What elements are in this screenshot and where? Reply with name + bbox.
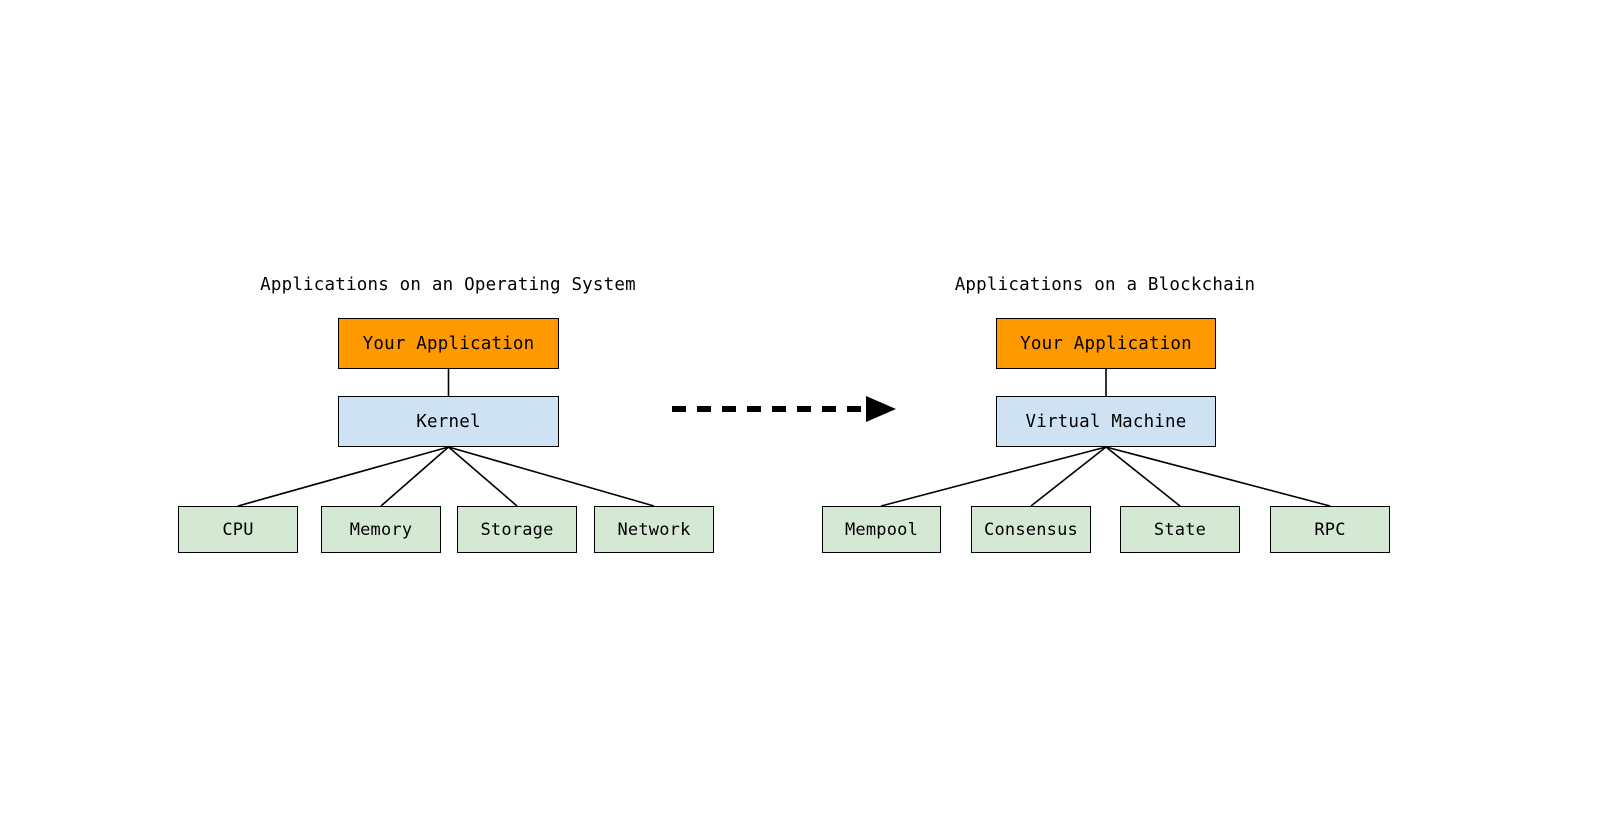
node-your-application-os[interactable]: Your Application — [338, 318, 559, 369]
node-virtual-machine[interactable]: Virtual Machine — [996, 396, 1216, 447]
edge-kernel-to-storage — [447, 446, 518, 507]
node-storage[interactable]: Storage — [457, 506, 577, 553]
edge-kernel-to-cpu — [237, 446, 449, 507]
edge-vm-to-state — [1105, 446, 1181, 507]
edge-vm-to-mempool — [880, 446, 1107, 507]
edge-kernel-to-memory — [380, 446, 450, 507]
node-memory[interactable]: Memory — [321, 506, 441, 553]
panel-title-operating-system: Applications on an Operating System — [260, 275, 636, 295]
node-kernel[interactable]: Kernel — [338, 396, 559, 447]
node-cpu[interactable]: CPU — [178, 506, 298, 553]
node-your-application-blockchain[interactable]: Your Application — [996, 318, 1216, 369]
node-state[interactable]: State — [1120, 506, 1240, 553]
edge-kernel-to-network — [448, 446, 655, 507]
panel-title-blockchain: Applications on a Blockchain — [954, 275, 1256, 295]
dashed-arrow-head — [866, 396, 896, 422]
node-network[interactable]: Network — [594, 506, 714, 553]
node-mempool[interactable]: Mempool — [822, 506, 941, 553]
node-rpc[interactable]: RPC — [1270, 506, 1390, 553]
edge-vm-to-consensus — [1030, 446, 1107, 507]
node-consensus[interactable]: Consensus — [971, 506, 1091, 553]
dashed-transition-arrow — [672, 396, 896, 422]
edge-vm-to-rpc — [1105, 446, 1331, 507]
